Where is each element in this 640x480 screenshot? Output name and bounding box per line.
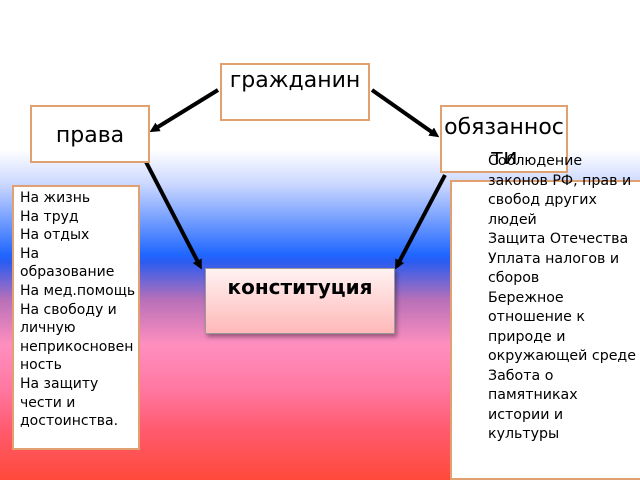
list-item: На образование: [20, 245, 115, 281]
list-item: На труд: [20, 208, 79, 225]
constitution-label: конституция: [227, 275, 373, 299]
rights-node: права: [30, 105, 150, 163]
list-item: На свободу и личную неприкосновенность: [20, 301, 134, 374]
duties-node: обязанности: [440, 105, 568, 173]
arrow-citizen-to-rights: [149, 88, 220, 133]
list-item: Забота о памятниках истории и культуры: [488, 367, 578, 443]
duties-label: обязанности: [444, 115, 564, 170]
rights-list: На жизнь На труд На отдых На образование…: [12, 185, 140, 450]
citizen-label: гражданин: [229, 68, 361, 93]
list-item: Соблюдение законов РФ, прав и свобод дру…: [488, 153, 632, 228]
list-item: На мед.помощь: [20, 282, 136, 299]
arrow-duties-to-constitution: [395, 174, 447, 270]
list-item: На жизнь: [20, 190, 91, 206]
list-item: Уплата налогов и сборов: [488, 250, 620, 287]
arrow-rights-to-constitution: [143, 159, 202, 270]
rights-label: права: [55, 123, 125, 148]
arrow-citizen-to-duties: [370, 88, 440, 138]
duties-list: Соблюдение законов РФ, прав и свобод дру…: [450, 153, 640, 480]
list-item: Бережное отношение к природе и окружающе…: [488, 289, 636, 365]
list-item: Защита Отечества: [488, 231, 629, 247]
list-item: На защиту чести и достоинства.: [20, 375, 119, 430]
constitution-node: конституция: [205, 268, 395, 334]
citizen-node: гражданин: [220, 63, 370, 121]
list-item: На отдых: [20, 227, 90, 244]
